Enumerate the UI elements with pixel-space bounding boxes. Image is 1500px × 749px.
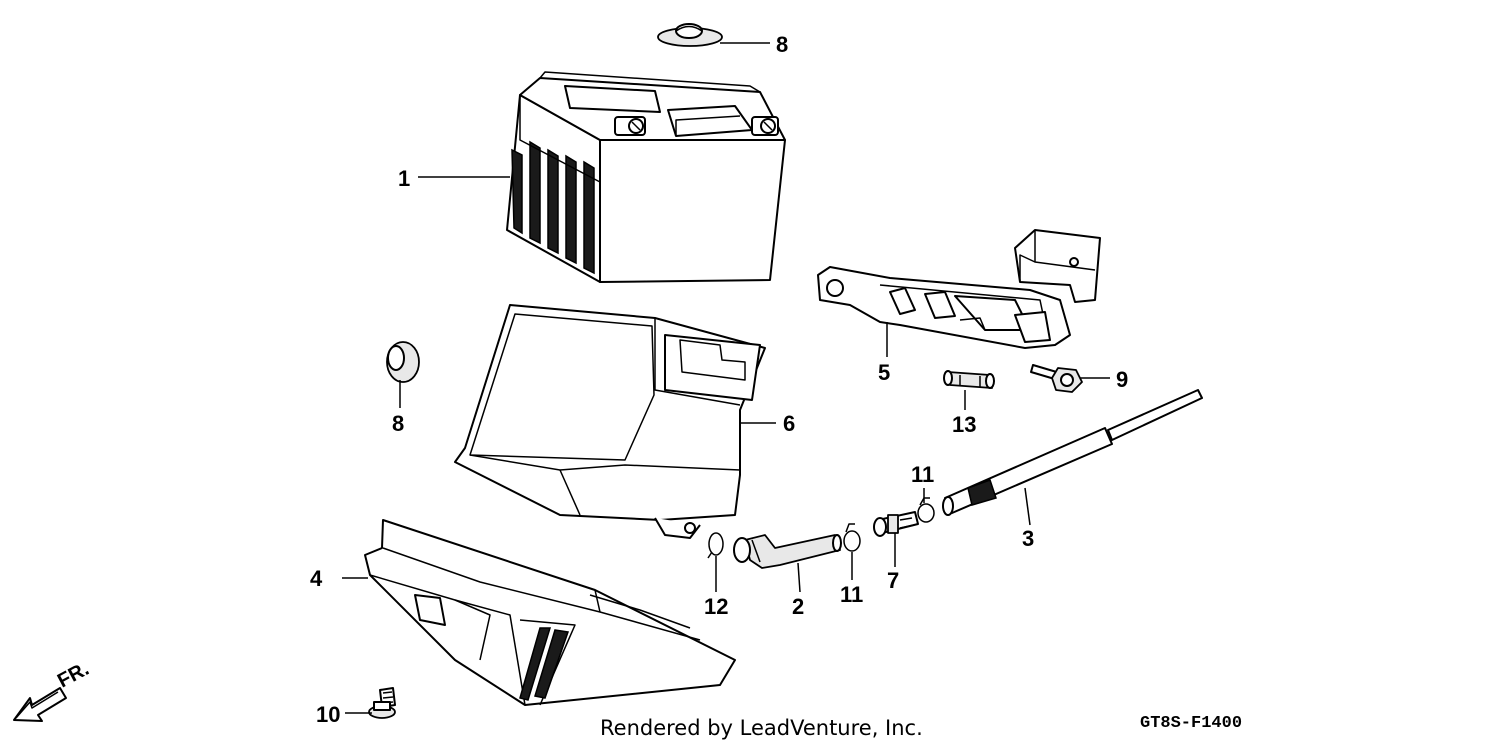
clip-left-part <box>843 523 861 552</box>
fuse-holder-part <box>817 229 1101 349</box>
clip-right-part <box>917 497 935 523</box>
callout-11-left: 11 <box>840 582 863 607</box>
grommet-top-part <box>657 23 723 47</box>
callout-8-top: 8 <box>776 32 788 57</box>
callout-8-left: 8 <box>392 411 404 436</box>
elbow-tube-part <box>733 534 842 569</box>
clip-small-part <box>707 532 724 559</box>
callout-3: 3 <box>1022 526 1034 551</box>
bolt-bottom-part <box>368 687 396 719</box>
render-credit: Rendered by LeadVenture, Inc. <box>600 716 923 740</box>
front-direction-arrow-icon: FR. <box>13 658 93 722</box>
callout-1: 1 <box>398 166 410 191</box>
callout-2: 2 <box>792 594 804 619</box>
callout-7: 7 <box>887 568 899 593</box>
callout-13: 13 <box>952 412 976 437</box>
breather-hose-part <box>942 389 1203 516</box>
callout-6: 6 <box>783 411 795 436</box>
diagram-code: GT8S-F1400 <box>1140 714 1243 733</box>
battery-tray-part <box>364 519 736 706</box>
callout-9: 9 <box>1116 367 1128 392</box>
callout-5: 5 <box>878 360 890 385</box>
fuse-part <box>943 370 995 389</box>
joint-part <box>873 511 919 537</box>
callout-4: 4 <box>310 566 323 591</box>
battery-case-part <box>454 304 766 539</box>
leader-lines <box>342 42 1110 714</box>
grommet-left-part <box>386 341 420 383</box>
callout-11-right: 11 <box>911 462 934 487</box>
callout-10: 10 <box>316 702 340 727</box>
battery-part <box>506 71 786 283</box>
callout-12: 12 <box>704 594 728 619</box>
bolt-part <box>1030 364 1083 393</box>
